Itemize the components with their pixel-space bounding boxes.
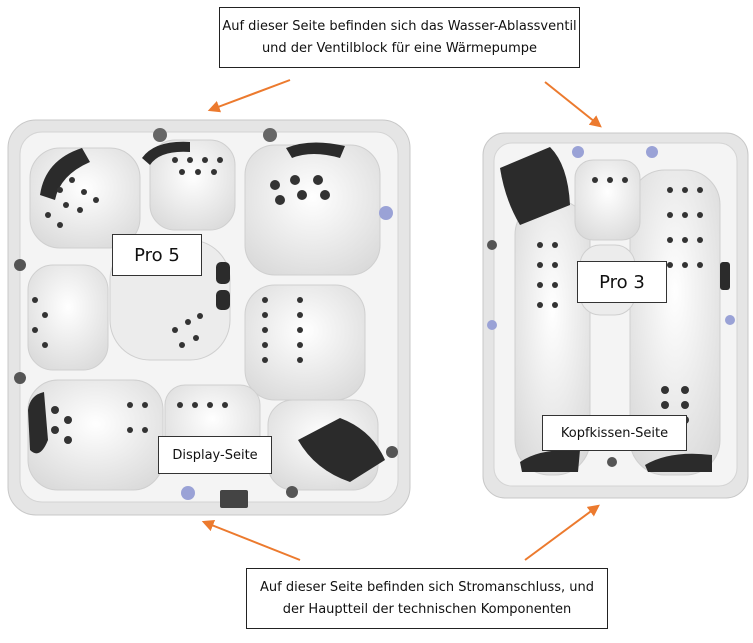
label-headrest-side: Kopfkissen-Seite — [542, 415, 687, 451]
label-display-side: Display-Seite — [158, 436, 272, 474]
spa-pro5-shell — [7, 119, 411, 516]
spa-pro3-jets — [537, 177, 703, 424]
callout-top-line1: Auf dieser Seite befinden sich das Wasse… — [222, 18, 577, 34]
callout-bottom: Auf dieser Seite befinden sich Stromansc… — [246, 568, 608, 629]
callout-top-line2: und der Ventilblock für eine Wärmepumpe — [261, 40, 538, 56]
arrow-top-right — [544, 81, 602, 128]
callout-bottom-line2: der Hauptteil der technischen Komponente… — [282, 601, 572, 617]
label-pro3: Pro 3 — [577, 261, 667, 303]
spa-pro3-fittings — [487, 146, 735, 467]
arrows — [201, 79, 602, 561]
spa-pro5-jets — [32, 157, 330, 444]
arrow-top-left — [207, 79, 291, 113]
arrow-bottom-left — [201, 519, 301, 561]
spa-pro5-pillows — [28, 141, 385, 482]
callout-top: Auf dieser Seite befinden sich das Wasse… — [219, 7, 580, 68]
spa-pro3-pillows — [500, 147, 730, 472]
spa-pro5-fittings — [14, 128, 398, 508]
label-pro5: Pro 5 — [112, 234, 202, 276]
arrow-bottom-right — [524, 504, 600, 561]
callout-bottom-line1: Auf dieser Seite befinden sich Stromansc… — [259, 579, 595, 595]
